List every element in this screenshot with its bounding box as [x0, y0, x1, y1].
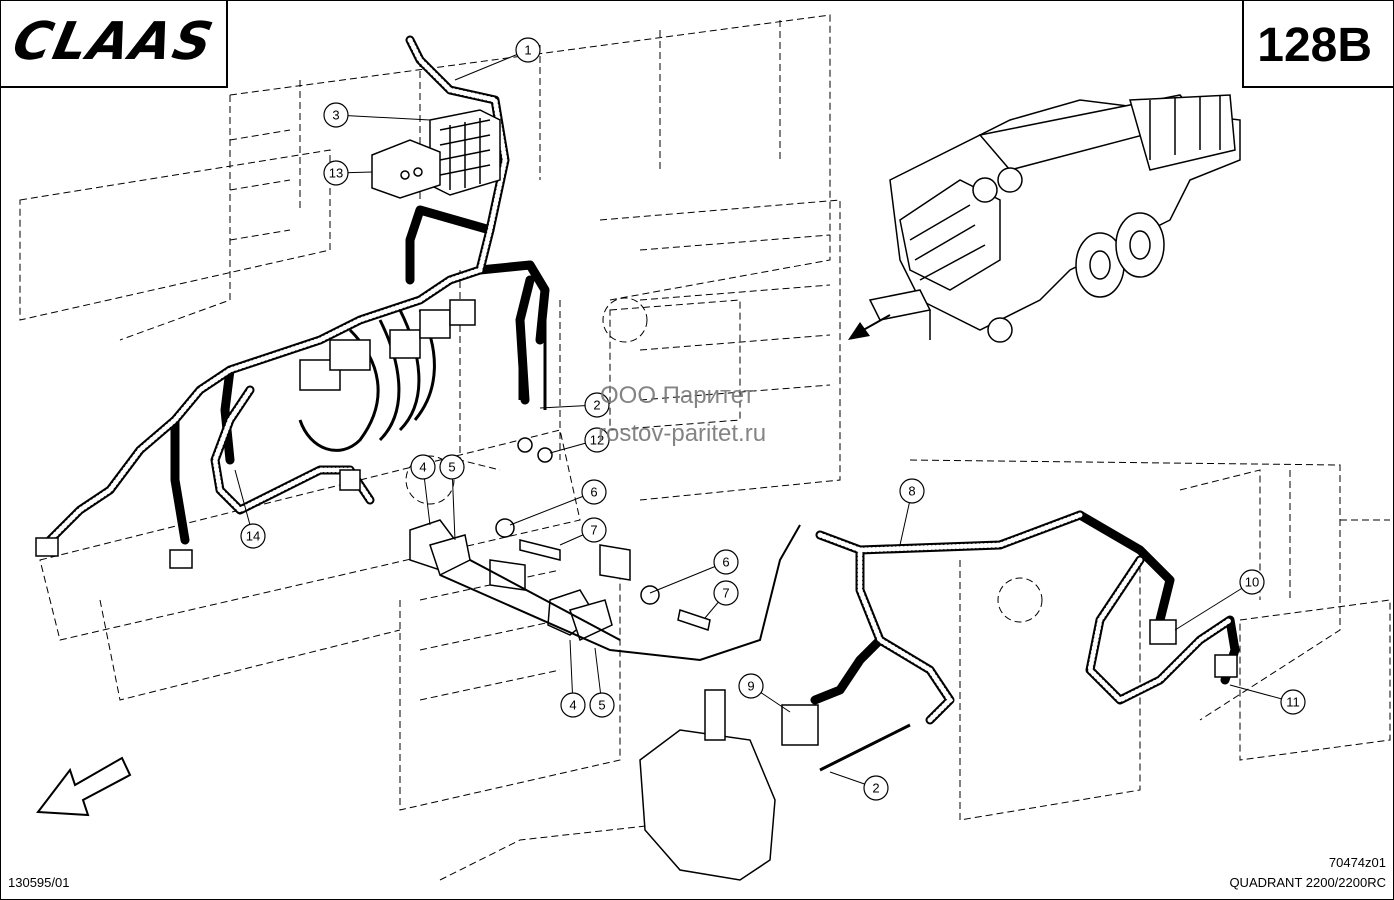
callout-9: 9: [738, 673, 791, 713]
sensor-cable-2: [518, 320, 911, 772]
callout-11: 11: [1229, 684, 1306, 715]
callout-label: 2: [872, 781, 879, 796]
callout-label: 7: [722, 586, 729, 601]
callout-label: 11: [1286, 695, 1300, 710]
callout-4: 4: [410, 454, 436, 526]
callout-circle: [240, 523, 266, 549]
callout-label: 8: [908, 484, 915, 499]
callout-circle: [515, 37, 541, 63]
callout-leader-line: [454, 49, 529, 81]
callout-leader-line: [335, 114, 431, 121]
callout-circle: [581, 479, 607, 505]
harness-connectors: [35, 299, 1238, 746]
callout-circle: [584, 392, 610, 418]
callout-13: 13: [323, 160, 373, 186]
callout-10: 10: [1174, 569, 1265, 631]
callout-circle: [713, 580, 739, 606]
callout-5: 5: [589, 647, 615, 718]
callout-circle: [410, 454, 436, 480]
page-number: 128B: [1257, 19, 1372, 72]
relay-box: [371, 139, 441, 199]
callout-circle: [439, 454, 465, 480]
callout-circle: [1239, 569, 1265, 595]
callout-circle: [560, 692, 586, 718]
callout-2: 2: [829, 771, 889, 801]
callout-5: 5: [439, 454, 465, 541]
callout-leader-line: [509, 491, 595, 526]
callout-6: 6: [649, 549, 739, 594]
callout-6: 6: [509, 479, 607, 526]
rod-linkage: [439, 524, 801, 662]
callout-circle: [713, 549, 739, 575]
callout-label: 6: [722, 555, 729, 570]
callout-circle: [584, 427, 610, 453]
document-number: 130595/01: [8, 875, 70, 890]
callout-label: 1: [524, 43, 531, 58]
callout-3: 3: [323, 102, 431, 128]
callout-label: 12: [590, 433, 604, 448]
callout-2: 2: [539, 392, 610, 418]
brand-logo-box: CLAAS: [0, 0, 228, 88]
callout-14: 14: [234, 469, 266, 549]
callout-circle: [738, 673, 764, 699]
page-number-box: 128B: [1242, 0, 1394, 88]
model-name: QUADRANT 2200/2200RC: [1229, 875, 1386, 890]
baler-thumbnail-icon: [868, 94, 1241, 343]
callout-label: 5: [598, 698, 605, 713]
callout-label: 6: [590, 485, 597, 500]
callout-12: 12: [549, 427, 610, 454]
callout-circle: [323, 102, 349, 128]
callout-label: 7: [590, 523, 597, 538]
callout-label: 5: [448, 460, 455, 475]
machine-frame-outline: [19, 14, 1391, 881]
callout-label: 10: [1245, 575, 1259, 590]
callout-7: 7: [704, 580, 739, 619]
arrow-down-left-icon: [848, 314, 891, 340]
callout-label: 9: [747, 679, 754, 694]
watermark-line1: ООО Паритет: [600, 382, 755, 409]
callout-8: 8: [899, 478, 925, 546]
callout-label: 2: [593, 398, 600, 413]
callout-circle: [863, 775, 889, 801]
figure-code: 70474z01: [1328, 855, 1386, 870]
callout-circle: [899, 478, 925, 504]
callout-circle: [1280, 689, 1306, 715]
callout-leader-line: [1174, 581, 1253, 631]
callout-label: 13: [329, 166, 343, 181]
mounting-brackets: [409, 437, 711, 642]
callout-circle: [323, 160, 349, 186]
callout-label: 3: [332, 108, 339, 123]
callout-circle: [581, 517, 607, 543]
callout-1: 1: [454, 37, 541, 81]
direction-arrow-icon: [36, 756, 132, 817]
callout-4: 4: [560, 639, 586, 718]
callout-label: 14: [246, 529, 260, 544]
callout-label: 4: [419, 460, 426, 475]
gearbox: [489, 544, 776, 881]
callout-7: 7: [559, 517, 607, 546]
callout-leader-line: [649, 561, 727, 594]
callout-circle: [589, 692, 615, 718]
watermark-line2: rostov-paritet.ru: [598, 420, 767, 447]
callout-label: 4: [569, 698, 576, 713]
